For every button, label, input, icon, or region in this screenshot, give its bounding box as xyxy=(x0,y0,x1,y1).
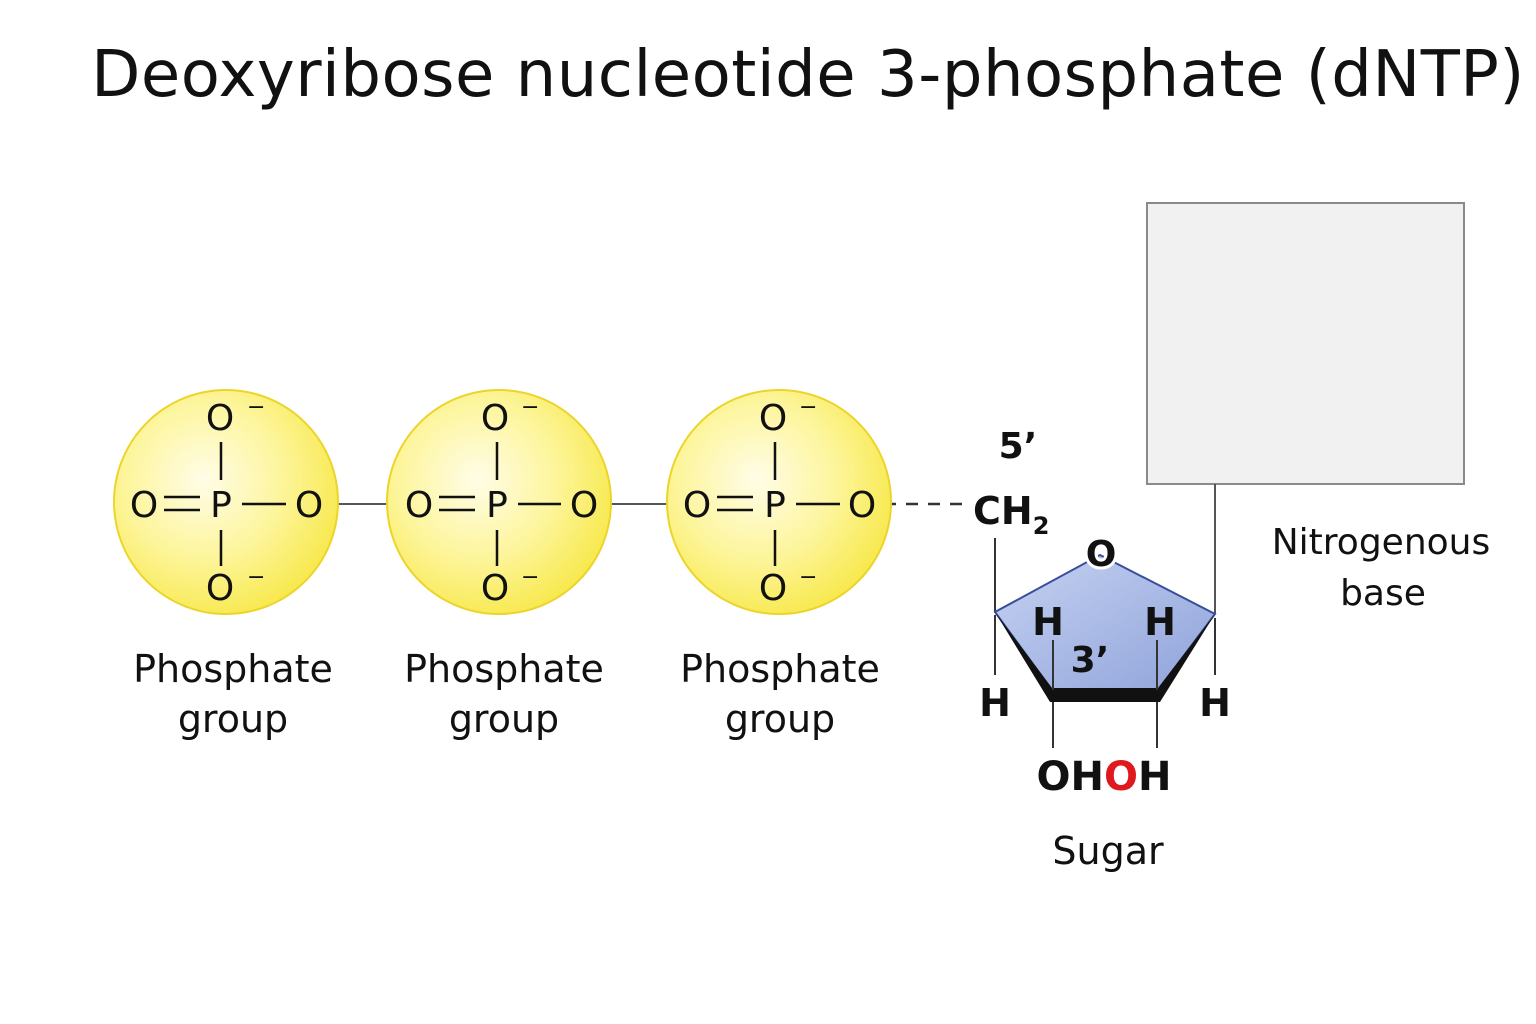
charge-top: − xyxy=(521,395,539,420)
carbon-5-label: 5’ xyxy=(999,426,1038,467)
oxygen-bottom: O xyxy=(206,568,234,609)
phosphate-label-line2: group xyxy=(725,697,835,741)
charge-bottom: − xyxy=(799,565,817,590)
phosphate-label-line2: group xyxy=(178,697,288,741)
base-label-line1: Nitrogenous xyxy=(1272,522,1491,563)
nitrogenous-base: Nitrogenous base xyxy=(1146,202,1491,614)
oxygen-top: O xyxy=(206,398,234,439)
oxygen-top: O xyxy=(759,398,787,439)
h-inner-right: H xyxy=(1144,600,1176,644)
phosphate-label-line1: Phosphate xyxy=(404,647,604,691)
hydroxyl-groups: OHOH xyxy=(1037,754,1172,800)
phosphate-circle xyxy=(386,389,612,615)
carbon-3-label: 3’ xyxy=(1071,640,1110,681)
phosphate-circle xyxy=(666,389,892,615)
ch2-group: CH2 xyxy=(973,489,1049,540)
oxygen-bottom: O xyxy=(481,568,509,609)
phosphorus: P xyxy=(764,485,786,526)
oxygen-bottom: O xyxy=(759,568,787,609)
deoxyribose-sugar: 5’ CH2 O H H 3’ H H OHOH Sugar xyxy=(973,426,1231,873)
phosphate-label-line1: Phosphate xyxy=(133,647,333,691)
phosphorus: P xyxy=(210,485,232,526)
oxygen-right: O xyxy=(848,485,876,526)
charge-top: − xyxy=(799,395,817,420)
oxygen-left: O xyxy=(130,485,158,526)
ring-oxygen: O xyxy=(1086,534,1117,575)
h-outer-right: H xyxy=(1199,681,1231,725)
phosphate-group-3: O − O P O O − Phosphate group xyxy=(666,389,892,741)
phosphate-group-1: O − O P O O − Phosphate group xyxy=(113,389,339,741)
oh-highlight-oxygen: O xyxy=(1104,754,1138,800)
oh-left: OH xyxy=(1037,754,1104,800)
oh-right-h: H xyxy=(1138,754,1171,800)
charge-top: − xyxy=(247,395,265,420)
charge-bottom: − xyxy=(521,565,539,590)
sugar-label: Sugar xyxy=(1052,829,1164,873)
oxygen-left: O xyxy=(405,485,433,526)
oxygen-right: O xyxy=(295,485,323,526)
phosphate-label-line1: Phosphate xyxy=(680,647,880,691)
oxygen-top: O xyxy=(481,398,509,439)
oxygen-right: O xyxy=(570,485,598,526)
diagram-title: Deoxyribose nucleotide 3-phosphate (dNTP… xyxy=(91,38,1525,112)
charge-bottom: − xyxy=(247,565,265,590)
base-placeholder-box xyxy=(1146,202,1465,485)
phosphate-label-line2: group xyxy=(449,697,559,741)
h-inner-left: H xyxy=(1032,600,1064,644)
h-outer-left: H xyxy=(979,681,1011,725)
phosphate-group-2: O − O P O O − Phosphate group xyxy=(386,389,612,741)
base-label-line2: base xyxy=(1340,573,1426,614)
phosphorus: P xyxy=(486,485,508,526)
oxygen-left: O xyxy=(683,485,711,526)
phosphate-circle xyxy=(113,389,339,615)
